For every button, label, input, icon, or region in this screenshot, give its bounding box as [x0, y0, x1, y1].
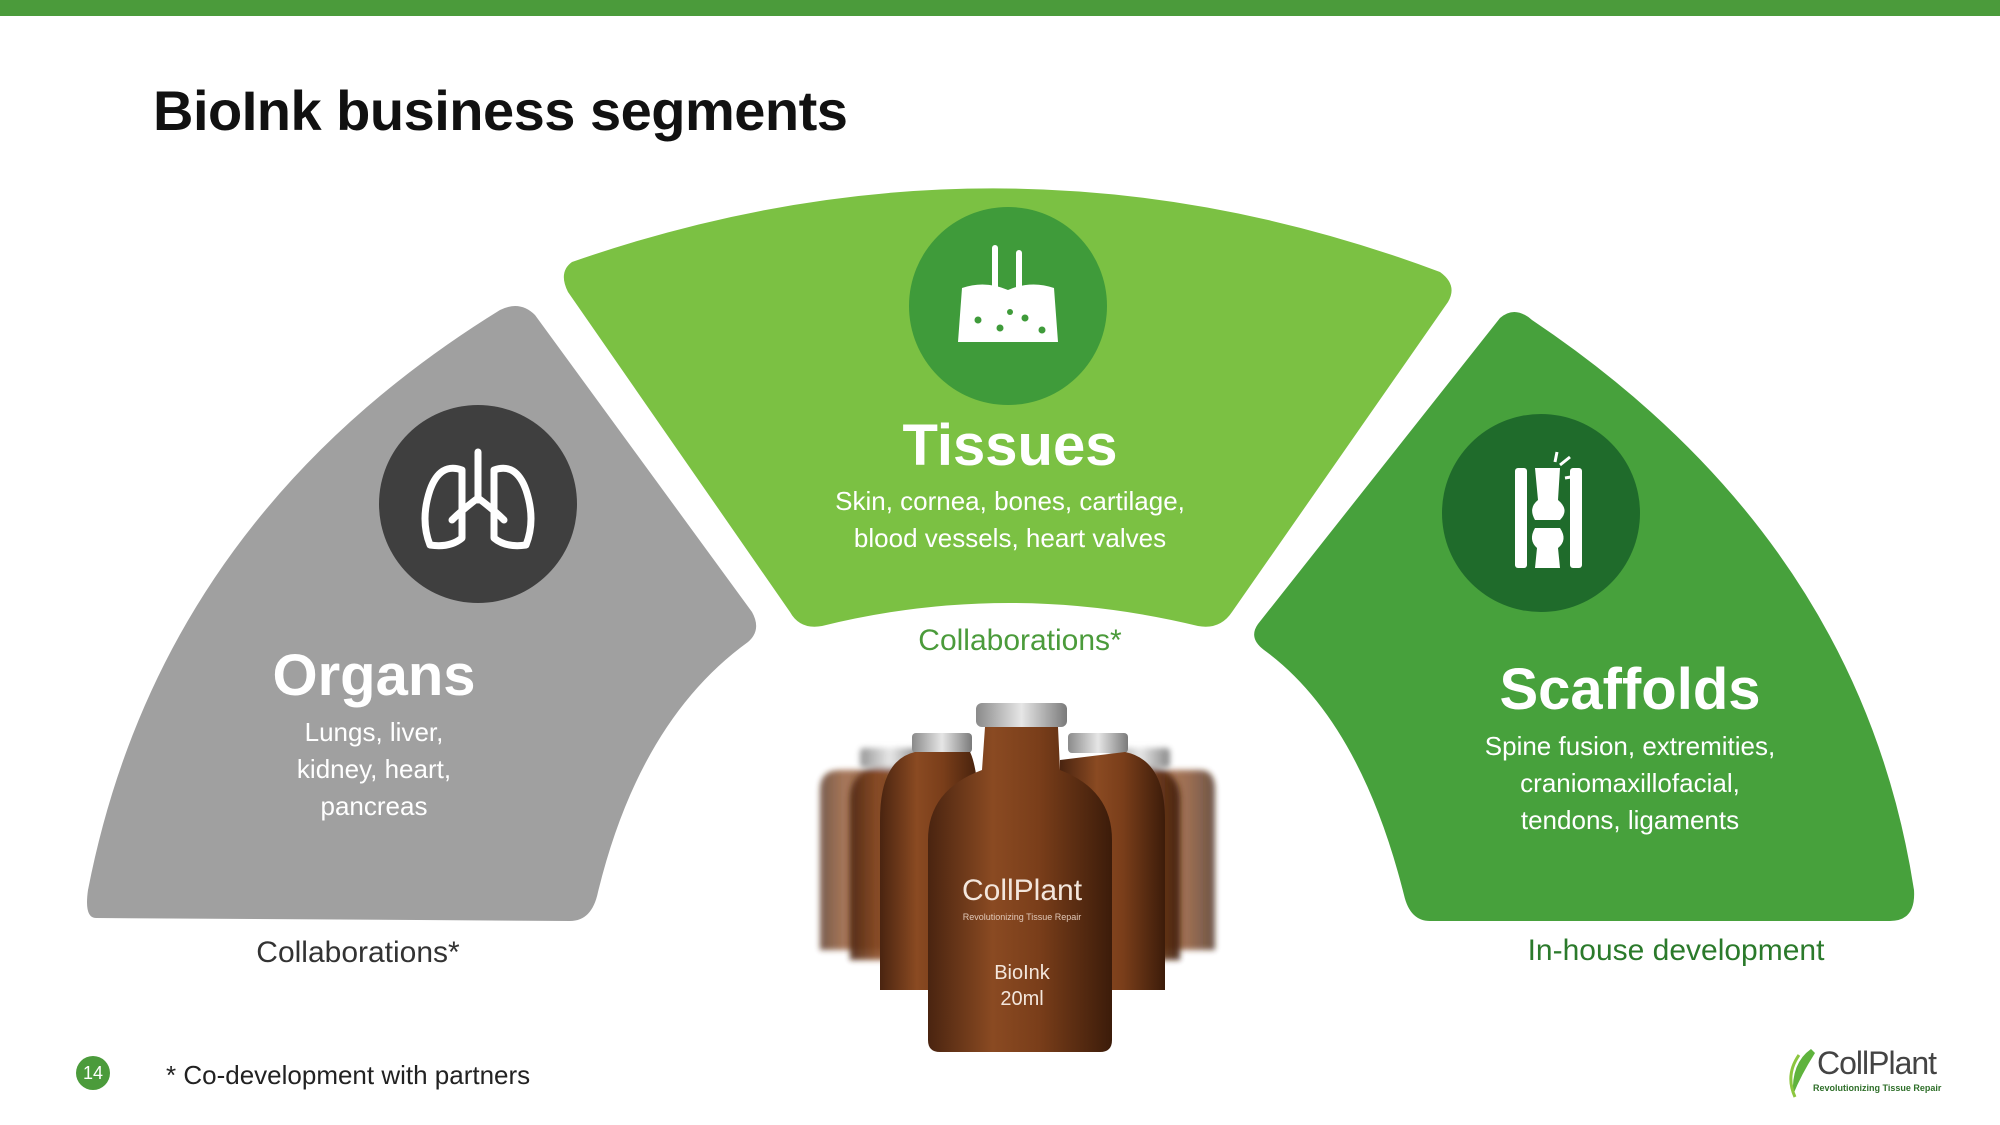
organs-line: Lungs, liver,	[304, 717, 444, 747]
leaf-icon	[1789, 1049, 1815, 1098]
tissues-title: Tissues	[902, 413, 1118, 478]
page-title: BioInk business segments	[153, 79, 848, 142]
footnote: * Co-development with partners	[166, 1060, 531, 1090]
scaffolds-segment	[1254, 311, 1915, 921]
organs-title: Organs	[272, 643, 476, 708]
bottle-tagline: Revolutionizing Tissue Repair	[962, 912, 1082, 922]
logo-tagline: Revolutionizing Tissue Repair	[1813, 1083, 1942, 1093]
scaffolds-line: tendons, ligaments	[1520, 805, 1740, 835]
scaffolds-description: Spine fusion, extremities, craniomaxillo…	[1485, 728, 1775, 839]
bottle-brand: CollPlant	[961, 874, 1083, 907]
scaffolds-title: Scaffolds	[1499, 657, 1761, 722]
top-accent-bar	[0, 0, 2000, 16]
page-number: 14	[76, 1056, 110, 1090]
lungs-icon	[421, 448, 535, 550]
bottle-product-name: BioInk	[994, 962, 1050, 984]
bioink-bottles-image	[820, 703, 1215, 1052]
scaffolds-line: craniomaxillofacial,	[1520, 768, 1740, 798]
bone-joint-icon	[1515, 451, 1582, 568]
tissues-line: Skin, cornea, bones, cartilage,	[835, 486, 1185, 516]
organs-line: pancreas	[320, 791, 428, 821]
tissues-description: Skin, cornea, bones, cartilage, blood ve…	[835, 483, 1185, 557]
tissues-caption: Collaborations*	[918, 624, 1122, 657]
organs-line: kidney, heart,	[296, 754, 452, 784]
organs-icon-circle	[379, 405, 577, 603]
organs-segment	[87, 306, 757, 921]
tissues-segment	[563, 188, 1452, 627]
organs-description: Lungs, liver, kidney, heart, pancreas	[297, 714, 451, 825]
scaffolds-line: Spine fusion, extremities,	[1484, 731, 1776, 761]
skin-hair-icon	[958, 245, 1058, 342]
logo-name: CollPlant	[1817, 1045, 1937, 1081]
bottle-volume: 20ml	[1000, 988, 1044, 1010]
scaffolds-caption: In-house development	[1527, 934, 1825, 967]
organs-caption: Collaborations*	[256, 936, 460, 969]
collplant-logo: CollPlant Revolutionizing Tissue Repair	[1785, 1045, 1945, 1101]
tissues-line: blood vessels, heart valves	[853, 523, 1167, 553]
